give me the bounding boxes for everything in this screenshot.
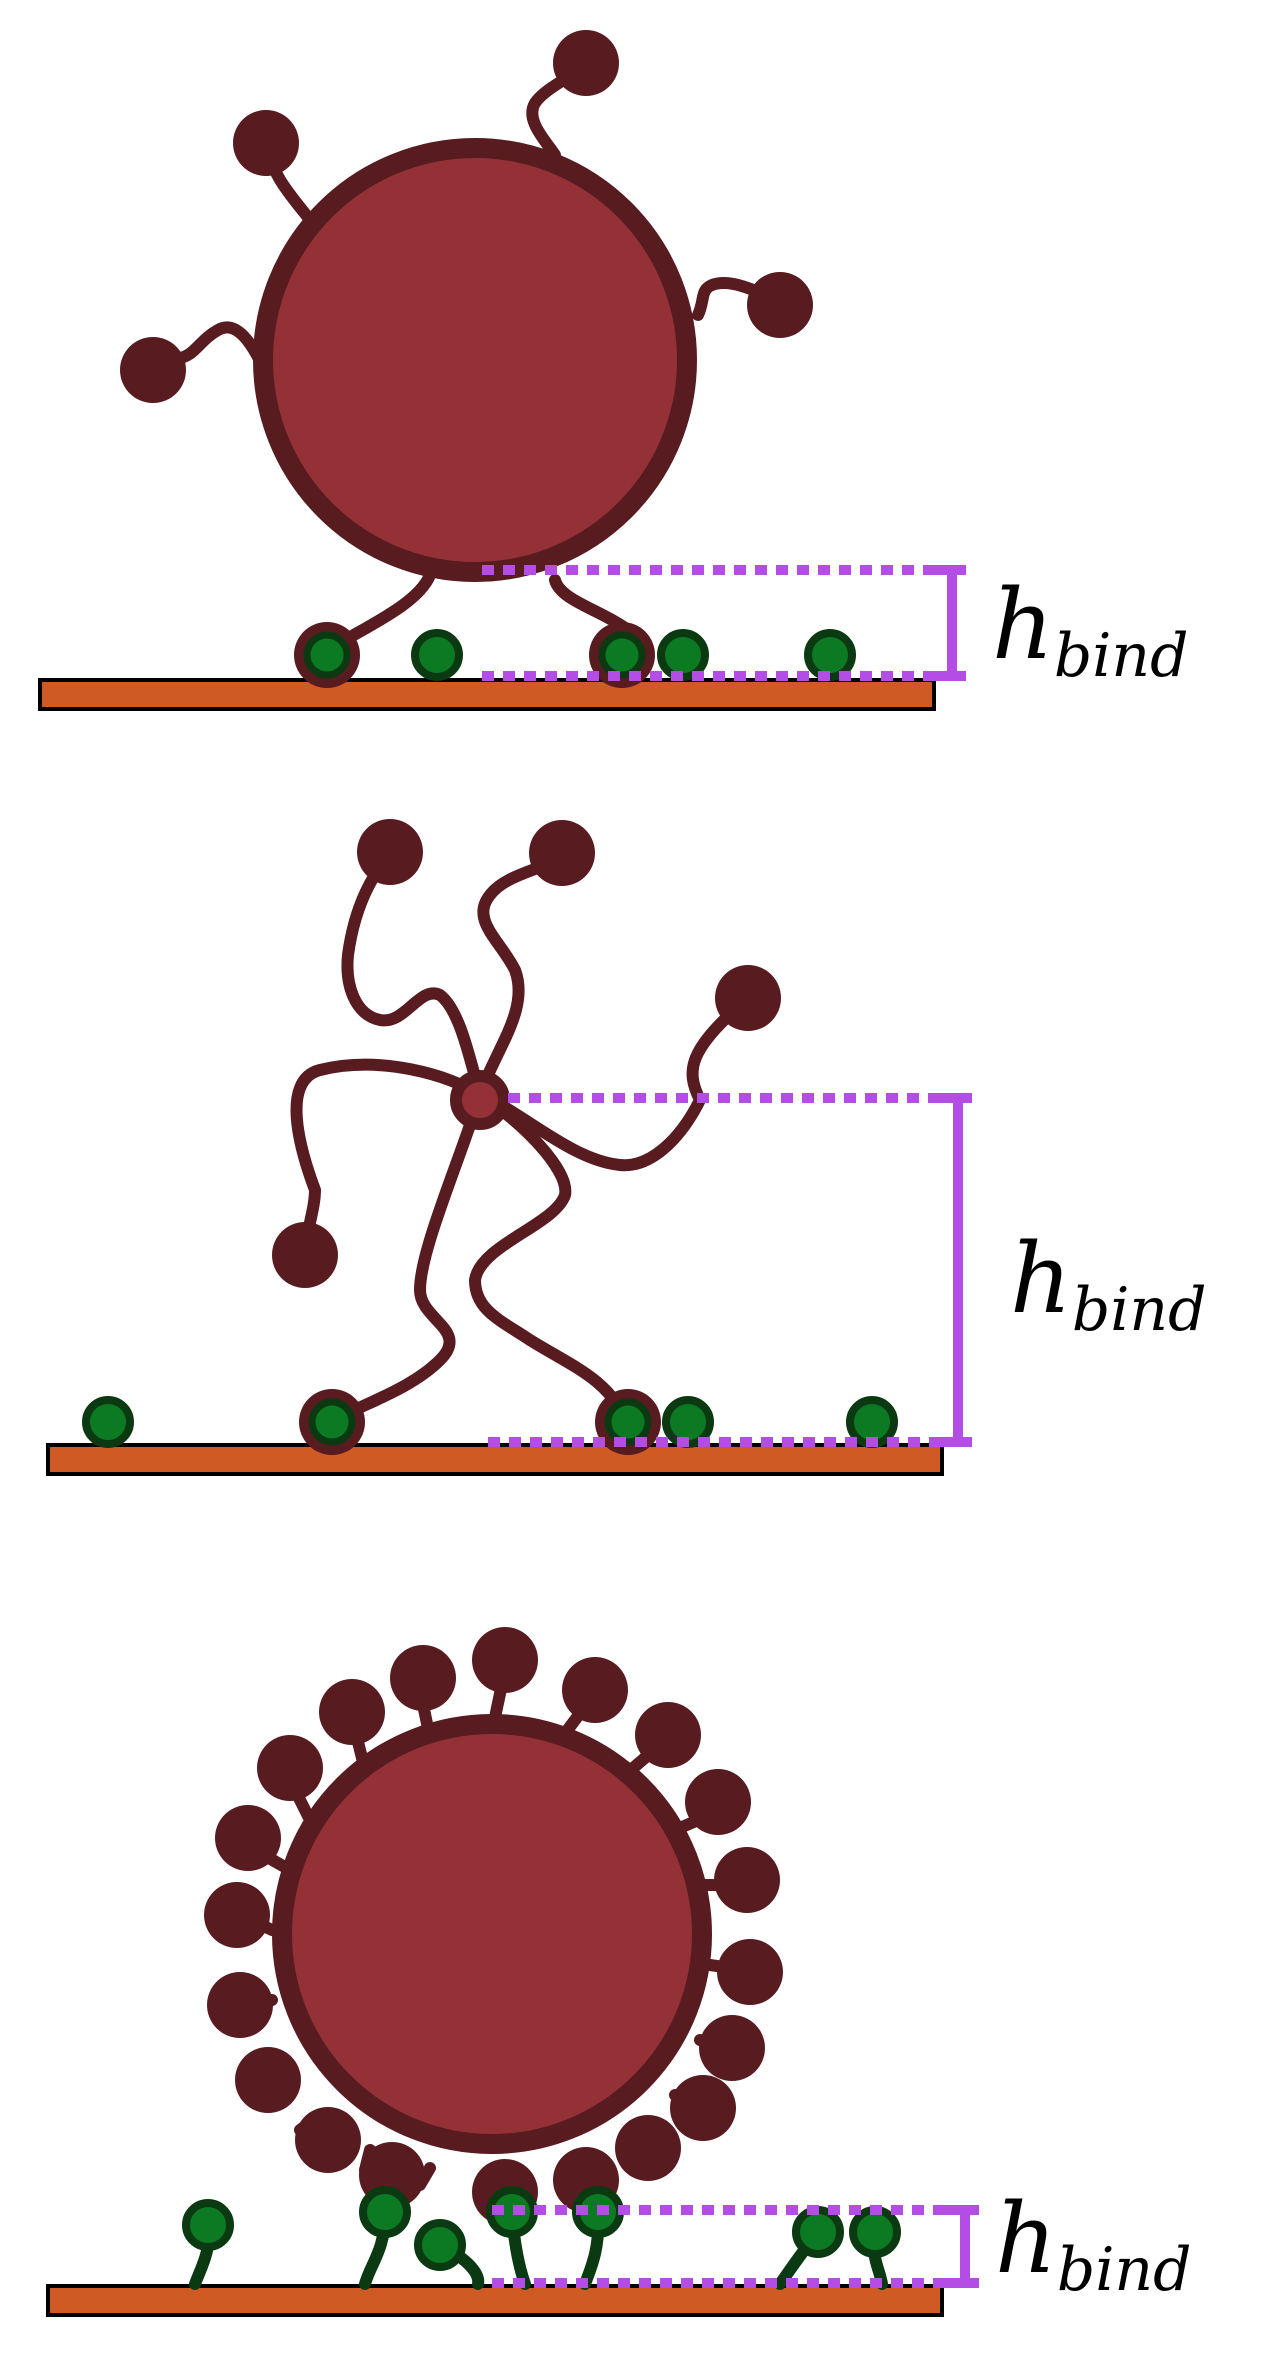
ligand-head <box>257 1735 323 1801</box>
ligand-head <box>120 337 186 403</box>
substrate-surface <box>46 1443 944 1476</box>
ligand-head <box>235 2047 301 2113</box>
nanoparticle-core <box>450 1070 510 1130</box>
nanoparticle-core <box>272 1714 712 2154</box>
ligand-head <box>562 1657 628 1723</box>
ligand-head <box>295 2107 361 2173</box>
ligand-head <box>635 1702 701 1768</box>
hbind-measure <box>482 565 966 681</box>
panel-1: hbind <box>38 30 1188 711</box>
nanoparticle-core <box>253 138 697 582</box>
hbind-label: hbind <box>995 2183 1191 2305</box>
ligand-head <box>670 2075 736 2141</box>
receptor <box>792 2206 844 2258</box>
ligand-head <box>699 2015 765 2081</box>
ligand-head <box>685 1769 751 1835</box>
ligand-head <box>715 965 781 1031</box>
receptor <box>82 1396 134 1448</box>
ligand-head <box>529 820 595 886</box>
ligand-head <box>747 272 813 338</box>
receptor-bound <box>598 631 646 679</box>
ligand-head <box>207 1972 273 2038</box>
receptor <box>411 629 463 681</box>
receptor-bound <box>308 1398 356 1446</box>
ligand-head <box>357 819 423 885</box>
receptor-bound <box>303 631 351 679</box>
receptor-bound <box>604 1398 652 1446</box>
receptor <box>657 629 709 681</box>
receptors <box>182 2186 901 2271</box>
receptor <box>182 2199 234 2251</box>
hbind-measure <box>488 1093 972 1447</box>
hbind-label: hbind <box>992 569 1188 691</box>
ligand-head <box>272 1222 338 1288</box>
receptors <box>301 629 856 681</box>
receptor <box>849 2206 901 2258</box>
ligand-head <box>717 1939 783 2005</box>
substrate-surface <box>38 678 936 711</box>
ligand-head <box>615 2115 681 2181</box>
ligand-head <box>553 30 619 96</box>
panel-2: hbind <box>46 819 1206 1476</box>
hbind-label: hbind <box>1010 1223 1206 1345</box>
ligand-head <box>714 1847 780 1913</box>
ligand-head <box>472 1627 538 1693</box>
hbind-measure <box>492 2205 979 2288</box>
ligand-head <box>215 1805 281 1871</box>
ligand-tethers <box>290 852 746 1426</box>
ligand-head <box>204 1882 270 1948</box>
receptor-tethers <box>189 2209 888 2290</box>
panel-3: hbind <box>46 1627 1191 2317</box>
ligand-head <box>233 110 299 176</box>
ligand-head <box>390 1645 456 1711</box>
receptor <box>804 629 856 681</box>
receptor <box>359 2186 411 2238</box>
substrate-surface <box>46 2284 944 2317</box>
ligand-head <box>319 1679 385 1745</box>
receptor <box>414 2219 466 2271</box>
